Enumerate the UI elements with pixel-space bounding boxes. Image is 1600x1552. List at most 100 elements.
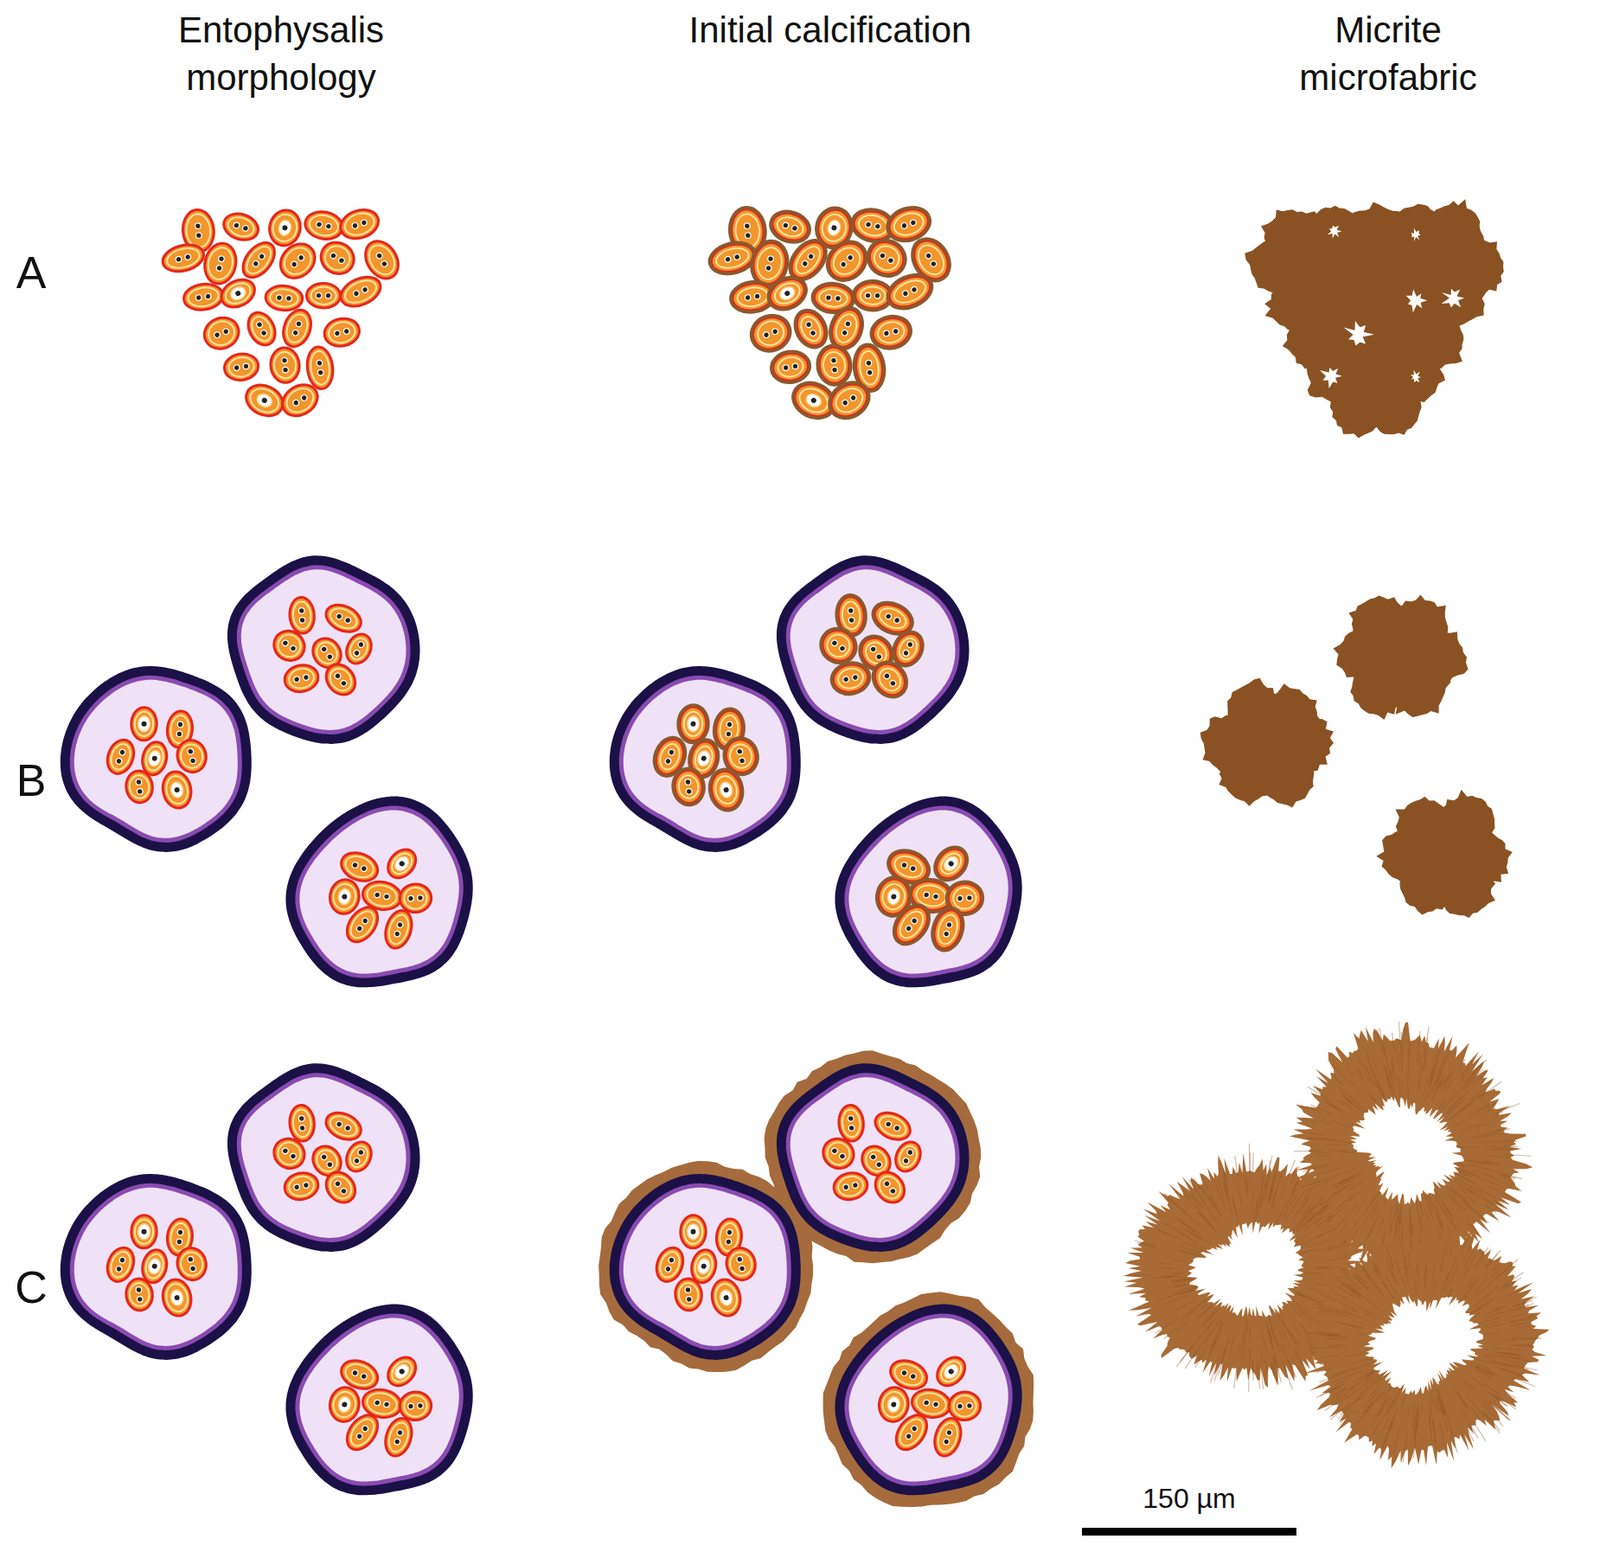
- micrite-fiber: [1249, 1324, 1251, 1342]
- micrite-fiber: [1293, 1150, 1322, 1152]
- micrite-fiber: [1336, 1100, 1345, 1106]
- nucleus-dot: [700, 755, 707, 762]
- micrite-fiber: [1416, 1410, 1419, 1430]
- micrite-fiber: [1491, 1413, 1504, 1427]
- nucleus-dot: [723, 256, 731, 263]
- nucleus-dot: [726, 721, 733, 728]
- cell-inner: [934, 1420, 961, 1454]
- cell-wall: [831, 1169, 870, 1203]
- micrite-fiber: [1318, 1167, 1342, 1174]
- micrite-fiber: [1357, 1402, 1375, 1423]
- nucleus-dot: [848, 1124, 855, 1131]
- micrite-fiber: [1488, 1401, 1510, 1421]
- cell: [382, 1351, 422, 1391]
- micrite-fiber: [1356, 1053, 1364, 1069]
- nucleus: [337, 1395, 352, 1413]
- cell-inner: [876, 1112, 909, 1140]
- micrite-fiber: [1217, 1359, 1223, 1376]
- nucleus-dot: [765, 264, 773, 272]
- cell: [341, 629, 377, 668]
- micrite-fiber: [1260, 1360, 1263, 1389]
- cell-inner: [165, 244, 202, 271]
- micrite-fiber: [1516, 1299, 1533, 1306]
- sheath-inner: [790, 569, 956, 730]
- micrite-fiber: [1486, 1185, 1511, 1197]
- micrite-fiber: [1292, 1179, 1300, 1193]
- cell: [288, 1104, 315, 1143]
- cell-inner: [914, 1390, 948, 1417]
- micrite-fiber: [1379, 1216, 1384, 1229]
- nucleus-dot: [806, 252, 815, 261]
- cell: [829, 659, 872, 697]
- micrite-fiber: [1197, 1304, 1213, 1318]
- micrite-fiber: [1448, 1101, 1473, 1120]
- cell-wall: [723, 1244, 759, 1283]
- cell-inner: [134, 1218, 154, 1244]
- ring-hole: [1350, 1096, 1465, 1205]
- cell-inner: [656, 1248, 683, 1280]
- micrite-fiber: [1483, 1322, 1508, 1329]
- micrite-fiber: [1489, 1401, 1509, 1420]
- micrite-fiber: [1160, 1267, 1173, 1269]
- micrite-fiber: [1319, 1120, 1332, 1124]
- cell-inner: [308, 350, 332, 386]
- nucleus-dot: [838, 644, 846, 653]
- calcite-rim: [672, 767, 706, 807]
- micrite-fiber: [1337, 1300, 1358, 1311]
- micrite-fiber: [1248, 1143, 1251, 1172]
- cell: [173, 736, 210, 775]
- cell-inner: [754, 245, 785, 282]
- nucleus-dot: [842, 675, 850, 683]
- micrite-fiber: [1467, 1422, 1474, 1434]
- micrite-fiber: [1424, 1194, 1434, 1219]
- micrite-fiber: [1460, 1238, 1467, 1253]
- label-slot: Micrite microfabric: [1241, 6, 1536, 102]
- nucleus-dot: [281, 224, 288, 231]
- nucleus-dot: [352, 649, 361, 658]
- nucleus-dot: [397, 859, 405, 867]
- nucleus-dot: [151, 755, 158, 762]
- nucleus-dot: [195, 294, 202, 301]
- nucleus-dot: [216, 264, 224, 272]
- micrite-fiber: [1409, 1437, 1411, 1447]
- cell: [398, 1390, 432, 1421]
- micrite-fiber: [1286, 1188, 1296, 1206]
- nucleus-dot: [115, 757, 123, 766]
- nucleus-dot: [726, 1228, 733, 1236]
- micrite-fiber: [1352, 1369, 1362, 1374]
- micrite-fiber: [1318, 1154, 1329, 1157]
- micrite-fiber: [1391, 1032, 1395, 1052]
- cell-inner: [345, 907, 378, 942]
- ring-hole: [1363, 1293, 1484, 1395]
- micrite-fiber: [1292, 1324, 1302, 1337]
- nucleus: [169, 1288, 185, 1306]
- cell-wall: [679, 1214, 706, 1248]
- micrite-fiber: [1471, 1159, 1499, 1165]
- micrite-fiber: [1334, 1277, 1347, 1287]
- micrite-fiber: [1459, 1059, 1466, 1069]
- cell-inner: [771, 279, 804, 308]
- cell-wall: [273, 236, 322, 286]
- cell-wall: [818, 345, 851, 384]
- micrite-fiber: [1302, 1248, 1316, 1254]
- sheath-inner: [241, 1076, 407, 1238]
- cell-inner: [178, 1249, 205, 1279]
- micrite-fiber: [1328, 1344, 1347, 1346]
- sheath-inner: [241, 569, 407, 730]
- micrite-fiber: [1321, 1354, 1340, 1357]
- micrite-fiber: [1459, 1072, 1469, 1084]
- cell-inner: [831, 384, 867, 417]
- cell-wall: [340, 1408, 384, 1455]
- micrite-fiber: [1482, 1401, 1492, 1411]
- nucleus-dot: [222, 327, 231, 336]
- micrite-fiber: [1395, 1206, 1399, 1232]
- nucleus-dot: [834, 294, 841, 301]
- micrite-fiber: [1350, 1204, 1357, 1212]
- cell-wall: [817, 1132, 860, 1174]
- micrite-fiber: [1465, 1249, 1474, 1267]
- micrite-fiber: [1502, 1339, 1515, 1342]
- nucleus: [686, 1223, 699, 1240]
- nucleus-dot: [357, 1148, 365, 1157]
- micrite-fiber: [1495, 1367, 1523, 1377]
- nucleus-dot: [195, 232, 202, 239]
